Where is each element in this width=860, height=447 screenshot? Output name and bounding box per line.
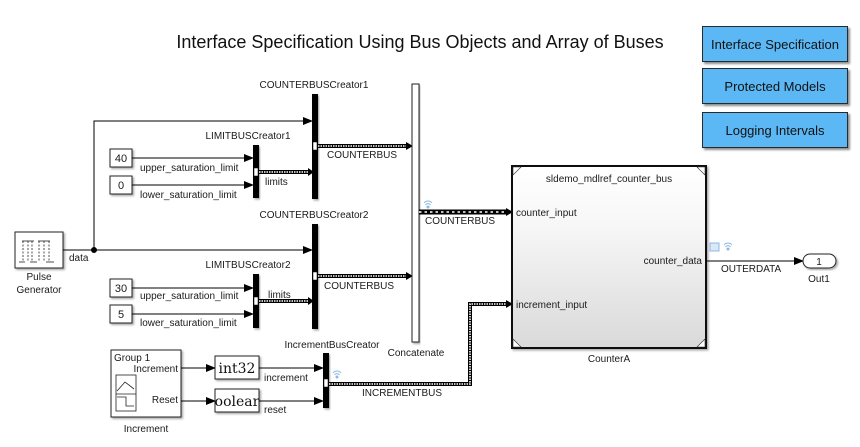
- svg-text:oolear: oolear: [215, 394, 260, 410]
- pulse-icon: [19, 240, 54, 263]
- port-label-counter-input: counter_input: [516, 208, 577, 219]
- convert-boolean-block[interactable]: oolear: [214, 388, 260, 413]
- convert-int32-block[interactable]: int32: [214, 355, 260, 380]
- pulse-generator-block[interactable]: Pulse Generator: [14, 231, 64, 296]
- signal-label-incrementbus: INCREMENTBUS: [362, 388, 442, 399]
- limitbus2-label: LIMITBUSCreator2: [205, 260, 290, 271]
- model-reference-block[interactable]: sldemo_mdlref_counter_bus counter_input …: [511, 165, 707, 349]
- bus-line-limits-1[interactable]: [259, 168, 314, 176]
- bus-line-counterbus-2[interactable]: [318, 272, 413, 280]
- constant-block-0[interactable]: 0: [109, 175, 133, 195]
- model-name: sldemo_mdlref_counter_bus: [546, 174, 672, 185]
- bus-line-limits-2[interactable]: [259, 297, 314, 305]
- diagram-title: Interface Specification Using Bus Object…: [176, 32, 663, 52]
- limitbus-creator-1[interactable]: [253, 145, 259, 198]
- svg-text:40: 40: [115, 153, 127, 165]
- signal-label-counterbus-2: COUNTERBUS: [324, 281, 394, 292]
- logging-intervals-button[interactable]: Logging Intervals: [702, 112, 848, 148]
- svg-text:0: 0: [118, 180, 124, 192]
- svg-text:int32: int32: [219, 361, 256, 377]
- constant-block-5[interactable]: 5: [109, 304, 133, 324]
- pulse-generator-label-2: Generator: [16, 285, 62, 296]
- signal-label-limits-1: limits: [265, 177, 288, 188]
- signal-label-lower-1: lower_saturation_limit: [140, 190, 237, 201]
- outport-block[interactable]: 1: [802, 253, 837, 269]
- counterbus2-label: COUNTERBUSCreator2: [260, 210, 369, 221]
- counterbus-creator-2[interactable]: [312, 224, 318, 329]
- signal-label-limits-2: limits: [268, 290, 291, 301]
- protected-models-button[interactable]: Protected Models: [702, 68, 848, 104]
- signal-label-increment: increment: [264, 373, 308, 384]
- port-label-reset: Reset: [152, 395, 178, 406]
- logging-icon: [709, 242, 733, 252]
- bus-line-counterbus-1[interactable]: [318, 142, 413, 150]
- constant-block-30[interactable]: 30: [109, 278, 133, 298]
- outport-label: Out1: [808, 274, 830, 285]
- port-label-increment-input: increment_input: [516, 300, 587, 311]
- svg-text:5: 5: [118, 309, 124, 321]
- wifi-icon-incrementbus: [332, 370, 342, 379]
- concatenate-label: Concatenate: [388, 348, 445, 359]
- signal-label-data: data: [69, 253, 89, 264]
- bus-line-counterbus-array[interactable]: [419, 208, 513, 216]
- port-label-increment: Increment: [134, 364, 179, 375]
- counterbus1-label: COUNTERBUSCreator1: [260, 80, 369, 91]
- signal-builder-icon: [115, 374, 137, 412]
- concatenate-block[interactable]: [411, 83, 420, 343]
- constant-block-40[interactable]: 40: [109, 148, 133, 168]
- signal-label-reset: reset: [264, 405, 286, 416]
- group-label: Group 1: [114, 353, 151, 364]
- increment-signal-builder[interactable]: Group 1 Increment Reset: [110, 349, 182, 418]
- limitbus1-label: LIMITBUSCreator1: [205, 131, 290, 142]
- signal-label-counterbus-1: COUNTERBUS: [327, 150, 397, 161]
- signal-label-upper-2: upper_saturation_limit: [140, 291, 239, 302]
- port-label-counter-data: counter_data: [644, 256, 703, 267]
- interface-specification-button[interactable]: Interface Specification: [702, 26, 848, 62]
- bus-line-incrementbus[interactable]: [329, 300, 513, 386]
- increment-block-label: Increment: [124, 424, 169, 435]
- signal-label-upper-1: upper_saturation_limit: [140, 163, 239, 174]
- wifi-icon-counterbus: [423, 200, 433, 209]
- model-reference-label: CounterA: [588, 354, 631, 365]
- increment-bus-creator[interactable]: [323, 353, 329, 408]
- increment-bus-creator-label: IncrementBusCreator: [284, 340, 380, 351]
- pulse-generator-label-1: Pulse: [26, 272, 51, 283]
- limitbus-creator-2[interactable]: [253, 274, 259, 328]
- signal-label-outerdata: OUTERDATA: [721, 264, 782, 275]
- signal-line-data[interactable]: [63, 117, 313, 254]
- counterbus-creator-1[interactable]: [312, 94, 318, 199]
- svg-text:30: 30: [115, 283, 127, 295]
- signal-label-lower-2: lower_saturation_limit: [140, 318, 237, 329]
- svg-text:1: 1: [816, 257, 822, 268]
- signal-label-counterbus-array: COUNTERBUS: [425, 216, 495, 227]
